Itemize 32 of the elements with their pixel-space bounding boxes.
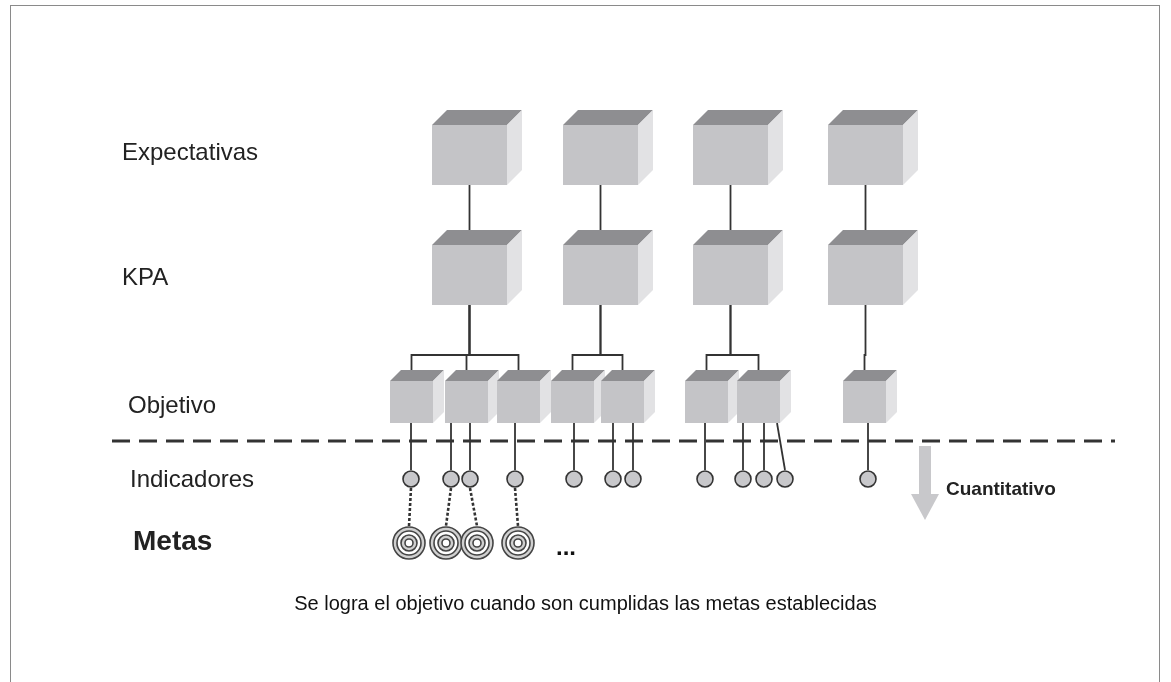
connector-line (763, 422, 765, 471)
dotted-connector (407, 487, 413, 527)
connector-line (450, 422, 452, 471)
row-label: Objetivo (128, 393, 217, 417)
connector-line (863, 304, 867, 371)
connector-line (776, 422, 786, 471)
dotted-connector (444, 487, 453, 527)
connector-line (468, 304, 520, 371)
connector-line (867, 422, 869, 471)
row-label: Indicadores (130, 467, 255, 491)
row-label: KPA (122, 265, 169, 289)
connector-line (573, 422, 575, 471)
connector-line (729, 184, 732, 231)
ellipsis-text: ... (556, 535, 576, 559)
connector-line (729, 304, 760, 371)
dotted-connector (468, 487, 479, 527)
row-label: Expectativas (122, 140, 259, 164)
connector-line (599, 304, 624, 371)
caption: Se logra el objetivo cuando son cumplidas las metas establecidas (293, 592, 878, 615)
connector-line (514, 422, 516, 471)
connector-line (612, 422, 614, 471)
connector-line (632, 422, 634, 471)
connector-line (468, 184, 471, 231)
connector-line (599, 184, 602, 231)
connector-line (469, 422, 471, 471)
connector-line (864, 184, 867, 231)
connector-line (704, 422, 706, 471)
connector-line (742, 422, 744, 471)
row-label: Metas (133, 527, 213, 555)
connector-line (410, 422, 412, 471)
row-label: Cuantitativo (946, 479, 1056, 498)
dotted-connector (513, 487, 520, 527)
